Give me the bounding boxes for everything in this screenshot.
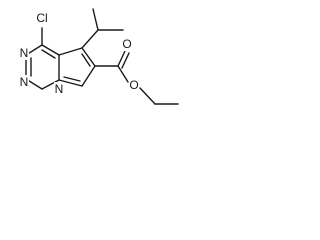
atom-label-carbonyl-oxygen: O — [122, 37, 131, 51]
bond-c5-c6 — [81, 47, 96, 67]
chemical-structure-diagram: Cl N N N O O — [19, 8, 179, 105]
atom-label-ring-nitrogen-bottom-left: N — [20, 75, 29, 89]
bond-carbonyl-c-o-double — [121, 52, 130, 69]
bond-c7-n-bridge — [58, 79, 83, 87]
bond-c4a-c5 — [58, 47, 83, 56]
bond-isopropyl-methyl-left — [92, 8, 99, 31]
atom-label-chlorine: Cl — [36, 11, 47, 25]
bond-c5-c6-double — [81, 53, 91, 67]
bond-carbonyl-c-ester-o — [117, 65, 129, 83]
bond-ester-o-ch2 — [139, 87, 156, 105]
bond-c5-isopropyl-ch — [81, 29, 99, 49]
bond-n1-n-bridge — [41, 79, 60, 90]
bond-carbonyl-c-o — [117, 50, 126, 67]
atom-labels: Cl N N N O O — [19, 11, 139, 96]
bonds — [25, 8, 179, 105]
atom-label-ring-nitrogen-top: N — [20, 46, 29, 60]
atom-label-ester-oxygen: O — [129, 78, 138, 92]
atom-label-ring-nitrogen-bridge: N — [55, 82, 64, 96]
bond-c4a-c4 — [41, 44, 60, 56]
bond-c6-c7 — [81, 65, 96, 87]
bond-c7-n-bridge-double — [63, 76, 81, 82]
bond-c4a-c4-double — [41, 49, 56, 59]
